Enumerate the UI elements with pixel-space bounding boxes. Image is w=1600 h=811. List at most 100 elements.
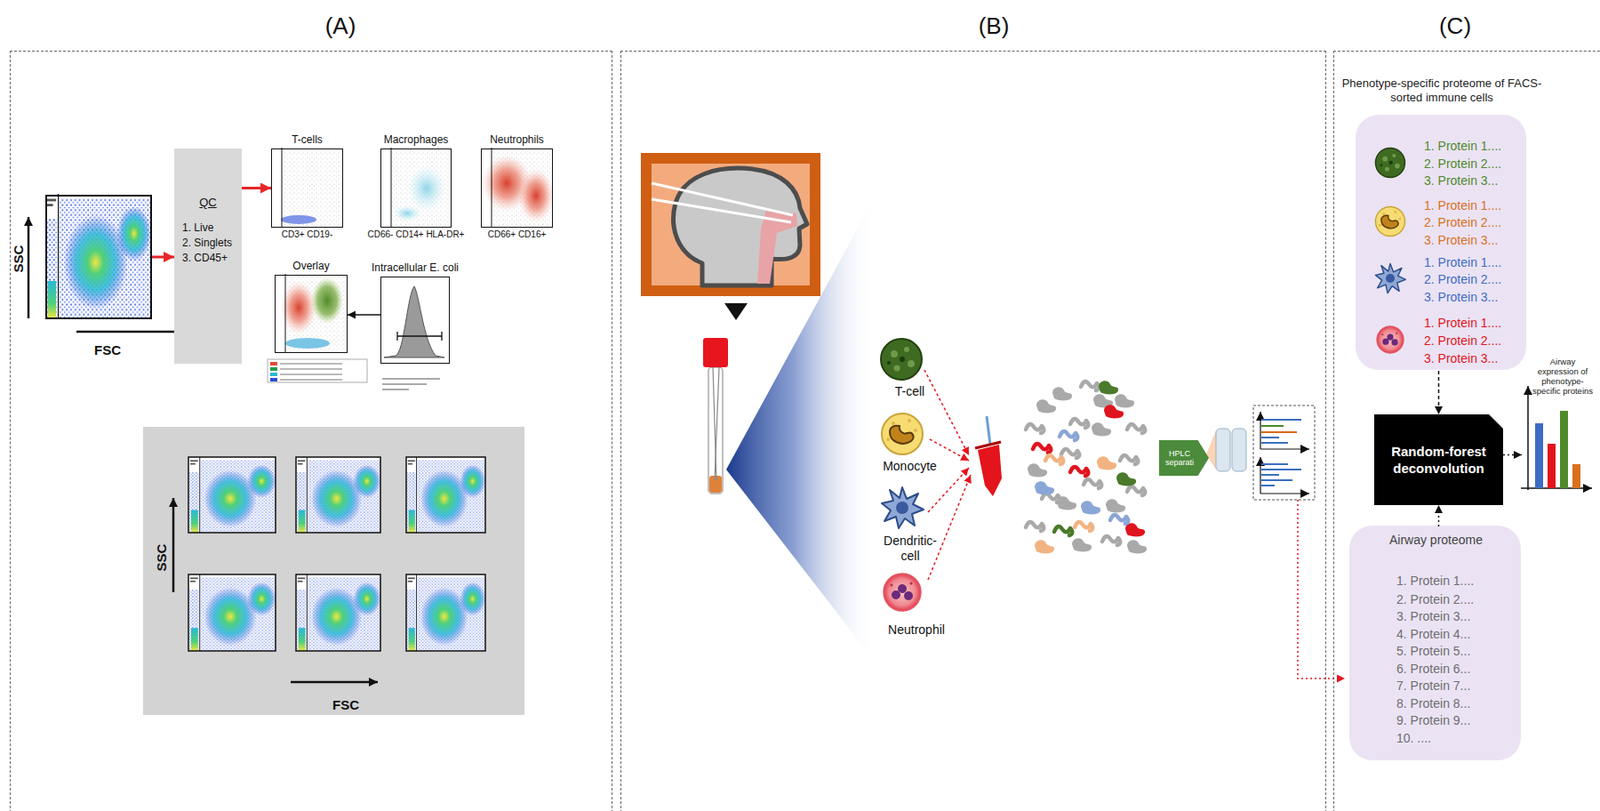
protein-cloud-part (1027, 463, 1048, 477)
gated-plot-part (280, 280, 317, 335)
protein-cloud-part (1061, 448, 1080, 458)
cell-type: Dendritic-cell (867, 485, 952, 564)
gated-plot-part (379, 147, 451, 227)
plot-panel-part (290, 680, 378, 684)
mass-spectra-part (1261, 463, 1288, 465)
plot-panel-part (406, 456, 486, 533)
swab-illustration-part (651, 199, 792, 223)
mass-spectra-part (1261, 431, 1297, 433)
axis-label: SSC (10, 246, 26, 273)
hplc-column (1206, 428, 1247, 472)
cell-type: Monocyte (867, 411, 952, 474)
list-panel-part (1376, 326, 1404, 353)
protein-cloud-part (1104, 404, 1124, 418)
histogram (379, 275, 449, 391)
protein-cloud-part (1110, 514, 1128, 524)
list-heading: Airway proteome (1350, 531, 1522, 548)
swab-illustration-part (673, 168, 808, 286)
sorting-arrow-part (928, 474, 971, 580)
cell-icon-part (881, 487, 924, 528)
plot-title: Intracellular E. coli (345, 261, 485, 274)
mass-spectra-part (1261, 479, 1293, 481)
panel-box: (A)SSCFSCQC1. Live2. Singlets3. CD45+T-c… (9, 50, 613, 811)
fan (726, 195, 876, 663)
panel-box: (C)Phenotype-specific proteome of FACS-s… (1333, 50, 1600, 811)
cell-label: T-cell (867, 384, 952, 400)
plot-panel-part (188, 574, 276, 651)
sample-tube-part (986, 416, 991, 445)
panel-heading: (A) (296, 12, 385, 40)
swab-tube-part (714, 367, 720, 480)
protein-cloud-part (1127, 424, 1145, 433)
panel-heading: (C) (1410, 12, 1500, 40)
box-heading: QC (174, 195, 242, 209)
cell-icon-part (880, 338, 922, 380)
list-item: 1. Protein 1.... (1424, 197, 1502, 214)
cell-icon-part (883, 573, 921, 611)
protein-cloud-part (1070, 466, 1088, 476)
mass-spectra-part (1261, 424, 1284, 427)
sorting-arrow-part (928, 467, 969, 512)
list-item: 1. Protein 1.... (1424, 137, 1502, 154)
mass-spectra-part (1259, 411, 1261, 449)
gated-plot-part (518, 168, 554, 223)
list-item: 3. CD45+ (182, 251, 228, 264)
histogram-part (382, 377, 440, 380)
mass-spectra-part (1261, 484, 1275, 487)
mass-spectra-part (1259, 456, 1261, 494)
histogram-part (382, 388, 409, 391)
gated-plot-part (270, 361, 278, 366)
protein-cloud-part (1025, 424, 1044, 433)
list-panel (1349, 114, 1527, 760)
protein-cloud-part (1080, 381, 1099, 391)
mass-spectra-part (1261, 441, 1288, 444)
connector-arrow (347, 313, 381, 315)
protein-cloud-part (1120, 455, 1138, 464)
gated-plot-part (391, 147, 392, 227)
plot-panel-part (296, 574, 381, 651)
plot-panel-part (188, 456, 276, 533)
protein-cloud-part (1096, 456, 1117, 470)
list-item: 3. Protein 3... (1424, 172, 1498, 189)
mass-spectra-part (1260, 492, 1310, 494)
sample-tube (975, 416, 1002, 496)
gated-plot: MacrophagesCD66- CD14+ HLA-DR+ (380, 148, 452, 228)
list-item: 2. Protein 2.... (1424, 332, 1502, 349)
plot-panel (143, 426, 525, 715)
gate-label: CD66+ CD16+ (437, 229, 597, 240)
connector-arrow (241, 186, 272, 190)
plot-panel-part (406, 456, 486, 533)
box-label: HPLC separati (1160, 440, 1199, 476)
plot-panel: SSCFSC (144, 427, 526, 716)
mass-spectra-part (1261, 473, 1280, 476)
mass-spectra-part (1261, 418, 1302, 421)
gated-plot-part (273, 273, 347, 352)
plot-panel-part (172, 497, 176, 592)
list-item: 1. Protein 1.... (1396, 572, 1474, 589)
list-item: 9. Protein 9... (1396, 712, 1471, 728)
cell-label: Monocyte (867, 458, 952, 474)
histogram-part (440, 331, 442, 341)
protein-cloud-part (1080, 500, 1101, 514)
protein-cloud-part (1072, 537, 1092, 552)
qc-box: QC1. Live2. Singlets3. CD45+ (174, 148, 242, 364)
gated-plot-part (280, 368, 343, 370)
list-item: 5. Protein 5... (1396, 642, 1471, 659)
gate-label: CD3+ CD19- (227, 229, 387, 240)
bar-chart-part (1572, 464, 1581, 488)
gated-plot-part (280, 215, 317, 224)
list-item: 3. Protein 3... (1396, 608, 1471, 624)
histogram-part (397, 335, 442, 336)
bar-chart-part (1527, 385, 1529, 490)
fan-part (726, 195, 876, 663)
protein-cloud-part (1059, 431, 1078, 440)
histogram: Intracellular E. coli (380, 276, 450, 364)
mass-spectra-part (1261, 436, 1280, 439)
hplc-column-part (1216, 428, 1231, 472)
list-item: 4. Protein 4... (1396, 625, 1471, 642)
cell-type: Neutrophil (867, 569, 966, 638)
swab-tube (703, 337, 728, 494)
plot-panel-part (296, 456, 381, 533)
